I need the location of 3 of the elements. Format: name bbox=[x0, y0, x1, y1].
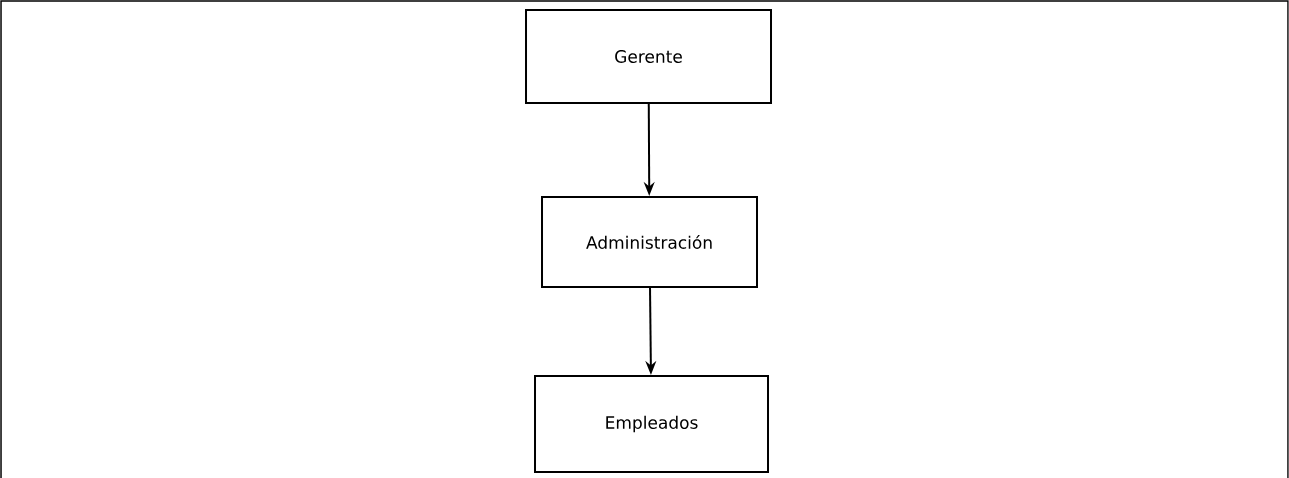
process-box: Administración bbox=[541, 196, 758, 288]
process-box: Gerente bbox=[525, 9, 772, 104]
process-box: Empleados bbox=[534, 375, 769, 473]
